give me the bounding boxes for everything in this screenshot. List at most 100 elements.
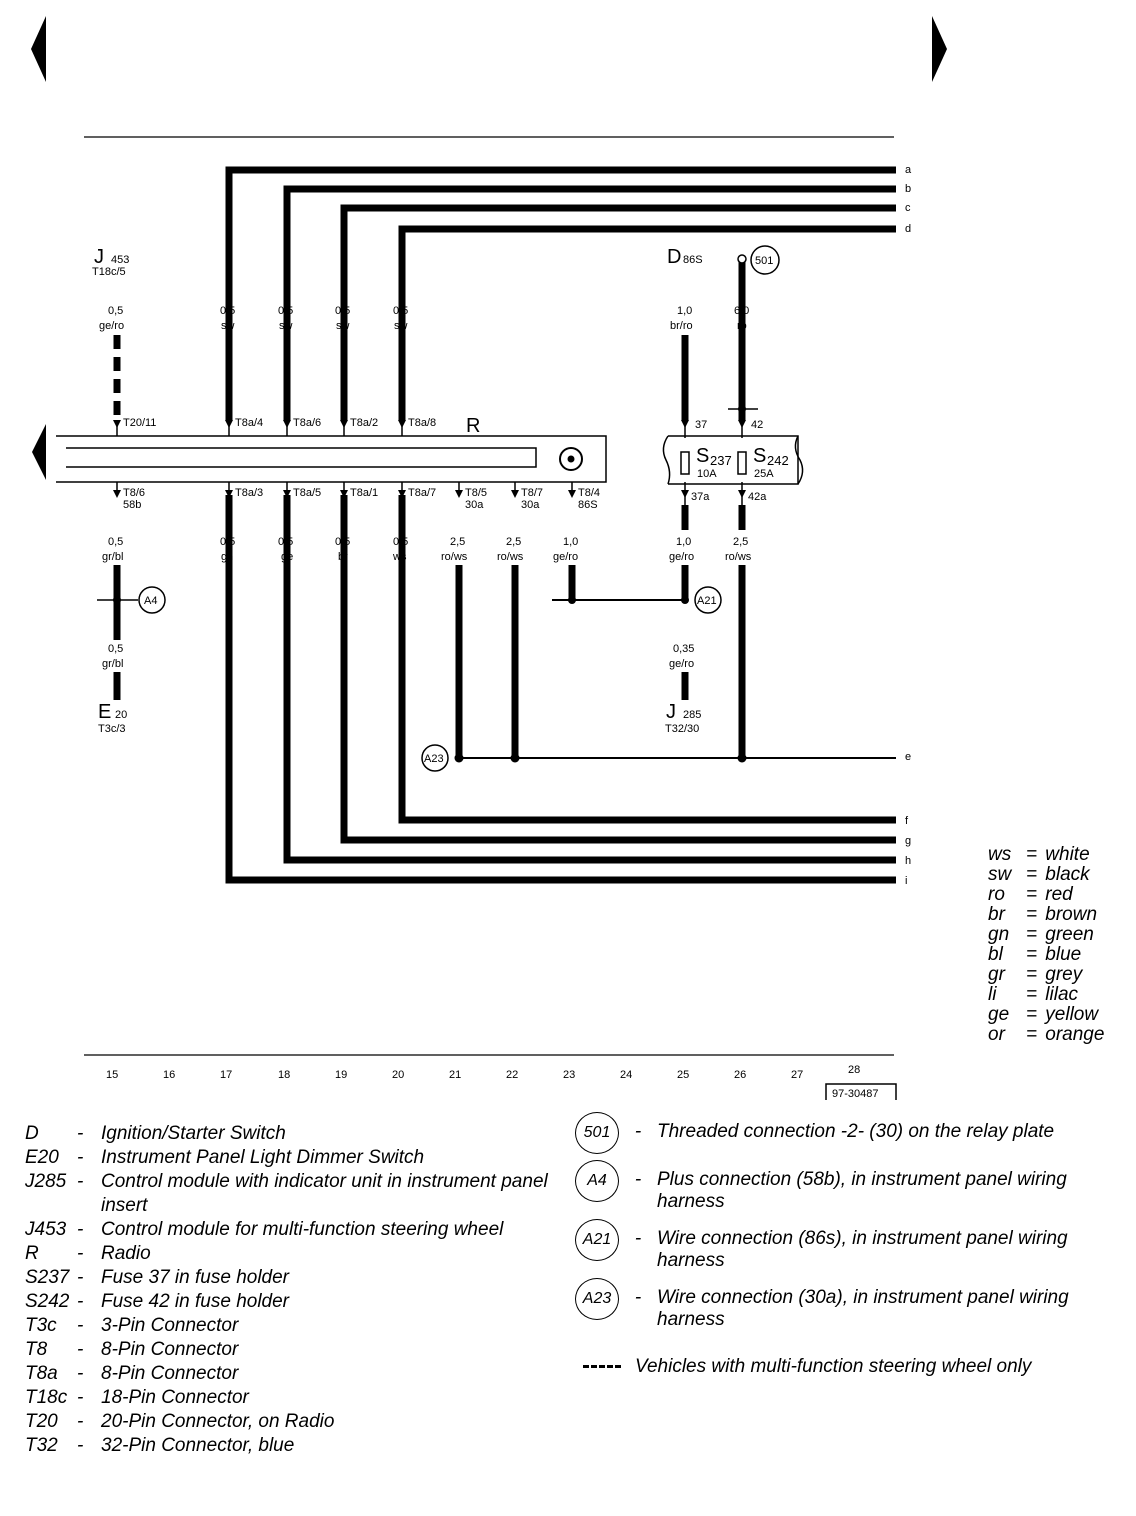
- text-label: -: [634, 1121, 642, 1142]
- text-label: =: [1026, 864, 1038, 885]
- diagram-label: 1,0: [676, 536, 691, 548]
- text-label: S242: [25, 1291, 70, 1312]
- diagram-label: 0,5: [108, 643, 123, 655]
- a4-connection-marker: [138, 586, 166, 614]
- text-label: =: [1026, 1004, 1038, 1025]
- diagram-label: ge/ro: [669, 551, 694, 563]
- diagram-label: 15: [106, 1069, 118, 1081]
- diagram-label: 27: [791, 1069, 803, 1081]
- diagram-label: ws: [392, 551, 407, 563]
- diagram-label: 30a: [521, 499, 540, 511]
- diagram-label: 20: [392, 1069, 404, 1081]
- diagram-label: T8/7: [521, 487, 543, 499]
- text-label: -: [77, 1291, 84, 1312]
- a21-connection-marker: [694, 586, 722, 614]
- text-label: orange: [1045, 1024, 1105, 1045]
- text-label: bl: [988, 944, 1003, 965]
- diagram-label: 24: [620, 1069, 632, 1081]
- list-item: A4-Plus connection (58b), in instrument …: [575, 1160, 1115, 1213]
- diagram-label: ro/ws: [441, 551, 468, 563]
- diagram-label: 22: [506, 1069, 518, 1081]
- text-label: Radio: [101, 1243, 151, 1264]
- text-label: black: [1045, 864, 1090, 885]
- j453-pin: T18c/5: [92, 266, 126, 278]
- wire-color: sw: [336, 320, 350, 332]
- text-label: -: [77, 1435, 84, 1456]
- text-label: Vehicles with multi-function steering wh…: [635, 1356, 1032, 1377]
- text-label: D: [25, 1123, 39, 1144]
- s242-label: S: [753, 445, 766, 467]
- diagram-label: ro/ws: [497, 551, 524, 563]
- text-label: Fuse 37 in fuse holder: [101, 1267, 290, 1288]
- text-label: Control module for multi-function steeri…: [101, 1219, 504, 1240]
- text-label: red: [1045, 884, 1073, 905]
- list-item: T3c-3-Pin Connector: [25, 1314, 565, 1338]
- text-label: 32-Pin Connector, blue: [101, 1435, 295, 1456]
- diagram-label: T8/5: [465, 487, 487, 499]
- text-label: Wire connection (30a), in instrument pan…: [657, 1287, 1069, 1330]
- connection-badge: 501: [575, 1112, 619, 1154]
- diagram-label: 42a: [748, 491, 767, 503]
- diagram-label: 0,5: [220, 536, 235, 548]
- diagram-label: 2,5: [450, 536, 465, 548]
- dashed-line-note: Vehicles with multi-function steering wh…: [583, 1356, 1031, 1378]
- diagram-label: 16: [163, 1069, 175, 1081]
- diagram-label: gr/bl: [102, 551, 123, 563]
- text-label: white: [1045, 844, 1090, 865]
- diagram-label: 20: [115, 709, 127, 721]
- list-item: E20-Instrument Panel Light Dimmer Switch: [25, 1146, 565, 1170]
- wire-size: 0,5: [335, 305, 350, 317]
- next-page-arrow-icon[interactable]: [928, 14, 950, 84]
- wire-size: 0,5: [108, 305, 123, 317]
- text-label: T32: [25, 1435, 58, 1456]
- diagram-label: 86S: [683, 254, 703, 266]
- text-label: -: [77, 1123, 84, 1144]
- lower-wires: [113, 262, 746, 758]
- j453-label: J: [94, 246, 104, 268]
- connection-badge: A21: [575, 1219, 619, 1261]
- diagram-label: gn: [221, 551, 233, 563]
- text-label: -: [77, 1267, 84, 1288]
- text-label: R: [25, 1243, 39, 1264]
- text-label: ge: [988, 1004, 1010, 1025]
- text-label: =: [1026, 944, 1038, 965]
- list-item: T18c-18-Pin Connector: [25, 1386, 565, 1410]
- list-item: S242-Fuse 42 in fuse holder: [25, 1290, 565, 1314]
- text-label: Wire connection (86s), in instrument pan…: [657, 1228, 1068, 1271]
- wires-bottom-group: [225, 495, 896, 884]
- text-label: T8: [25, 1339, 48, 1360]
- text-label: 20-Pin Connector, on Radio: [101, 1411, 335, 1432]
- dashed-line-symbol: [583, 1365, 621, 1369]
- text-label: green: [1045, 924, 1094, 945]
- text-label: Threaded connection -2- (30) on the rela…: [657, 1121, 1055, 1142]
- list-item: A23-Wire connection (30a), in instrument…: [575, 1278, 1115, 1331]
- text-label: =: [1026, 1024, 1038, 1045]
- radio-component: [56, 435, 607, 483]
- text-label: Control module with indicator unit in in…: [101, 1171, 548, 1216]
- wiring-diagram: a b c d e f g h i J 453 T18c/5 0,5 ge/ro…: [56, 136, 912, 1100]
- pin-label: T8a/4: [235, 417, 263, 429]
- wire-size: 1,0: [677, 305, 692, 317]
- prev-page-arrow-icon[interactable]: [28, 14, 50, 84]
- list-item: T8a-8-Pin Connector: [25, 1362, 565, 1386]
- d86s-label: D: [667, 246, 681, 268]
- diagram-label: 17: [220, 1069, 232, 1081]
- wire-color: sw: [394, 320, 408, 332]
- diagram-label: A21: [697, 595, 717, 607]
- e20-label: E: [98, 701, 111, 723]
- text-label: -: [634, 1287, 642, 1308]
- text-label: -: [77, 1411, 84, 1432]
- diagram-label: 501: [755, 255, 773, 267]
- list-item: A21-Wire connection (86s), in instrument…: [575, 1219, 1115, 1272]
- diagram-label: 285: [683, 709, 701, 721]
- text-label: -: [77, 1315, 84, 1336]
- text-label: Ignition/Starter Switch: [101, 1123, 286, 1144]
- wire-color: sw: [221, 320, 235, 332]
- diagram-label: T32/30: [665, 723, 699, 735]
- text-label: -: [77, 1363, 84, 1384]
- diagram-label: 25A: [754, 468, 774, 480]
- diagram-label: 21: [449, 1069, 461, 1081]
- continue-left-arrow-icon[interactable]: [28, 422, 50, 482]
- text-label: =: [1026, 964, 1038, 985]
- text-label: ro: [988, 884, 1005, 905]
